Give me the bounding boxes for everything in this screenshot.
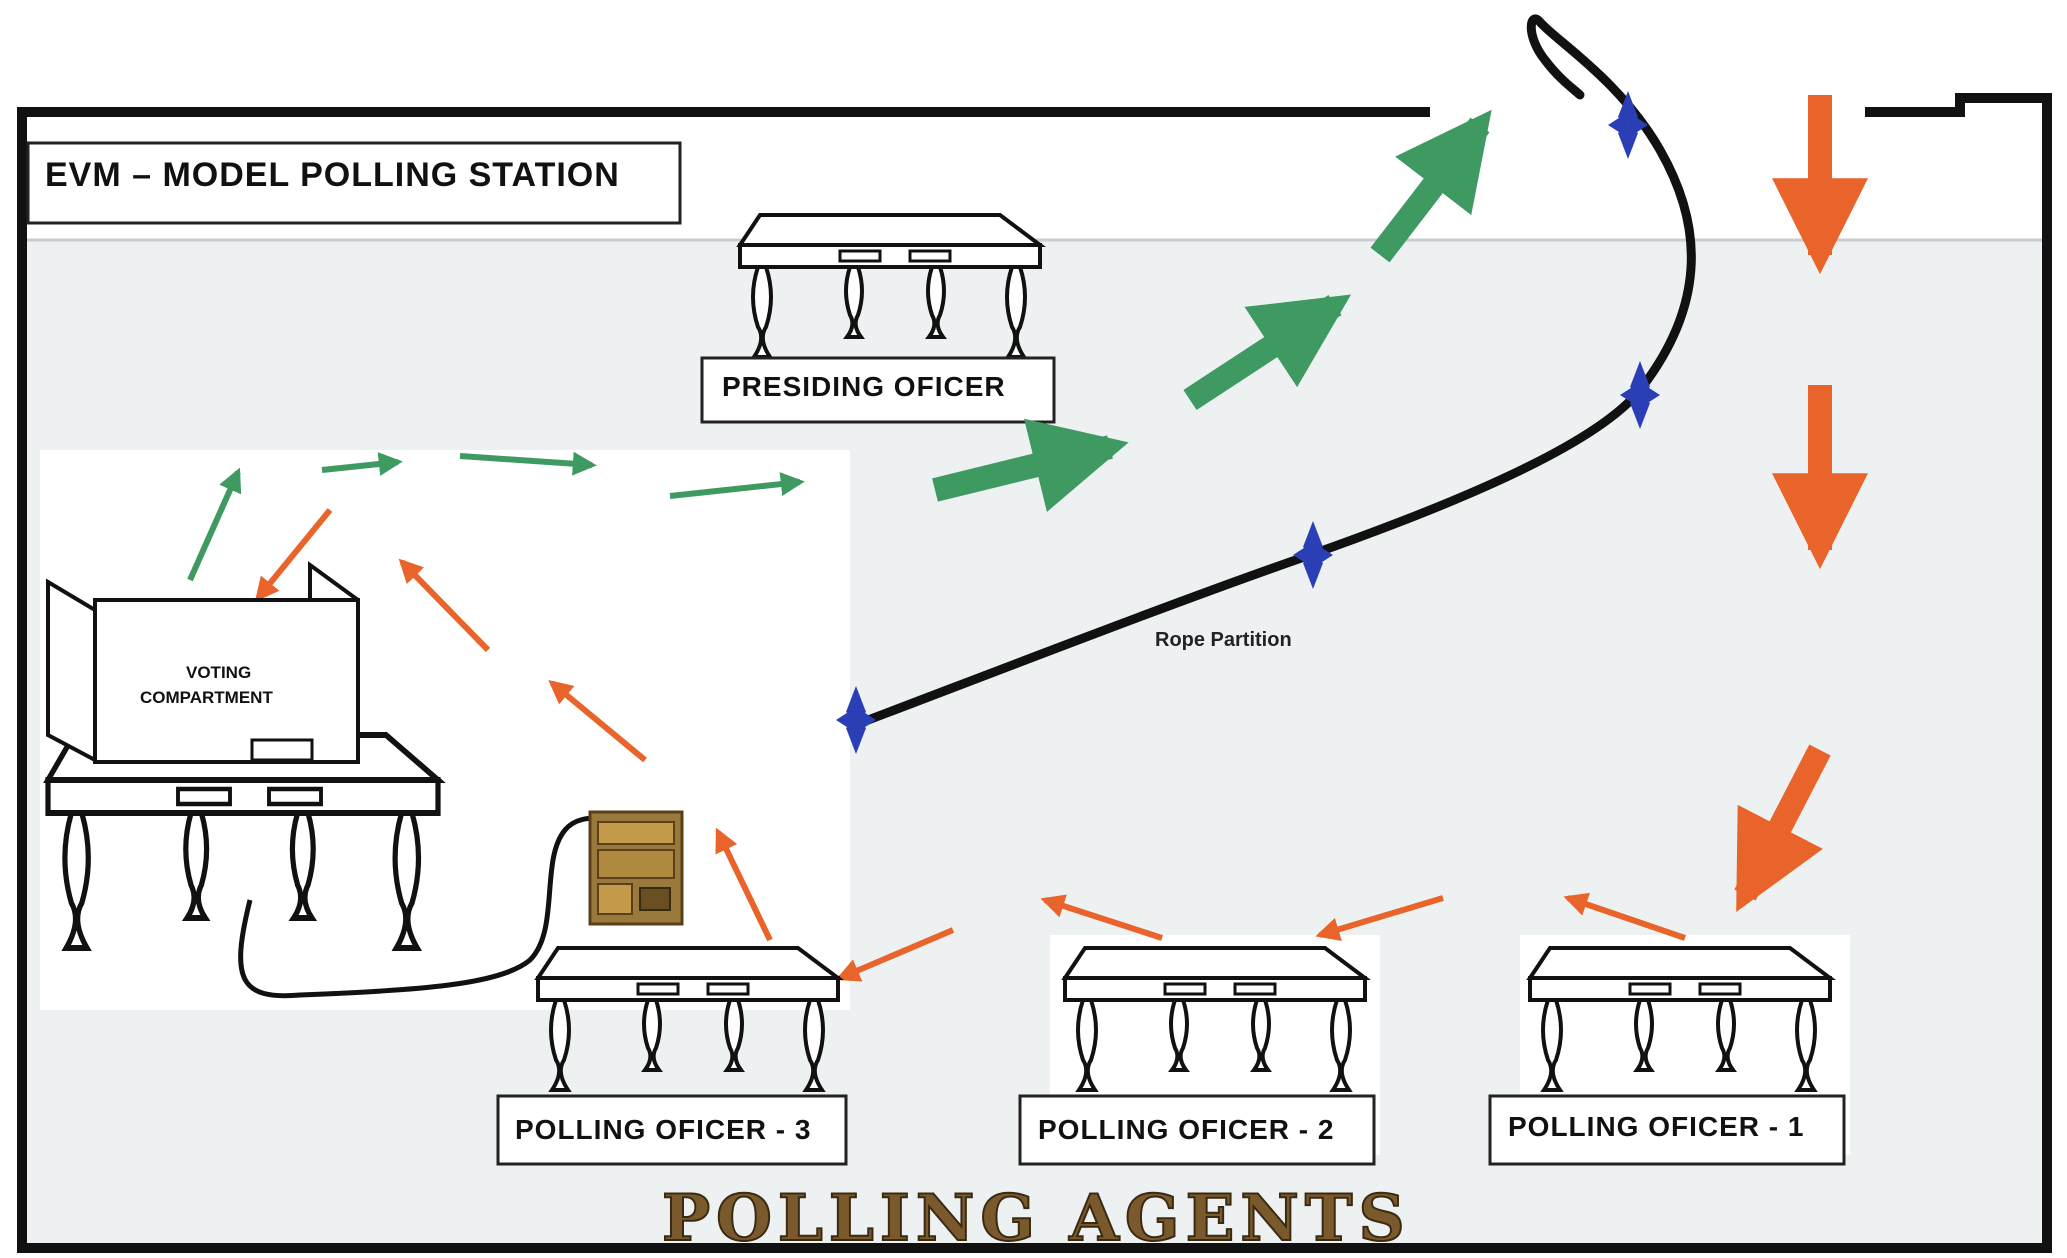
exit-arrow xyxy=(321,452,403,476)
rope-partition-line xyxy=(850,14,1696,730)
presiding-officer-label-box: PRESIDING OFICER xyxy=(700,356,1056,424)
entry-arrow xyxy=(1315,895,1444,941)
voting-compartment: VOTING COMPARTMENT xyxy=(46,561,438,948)
polling-officer-1-label-box: POLLING OFICER - 1 xyxy=(1488,1094,1846,1166)
exit-arrow xyxy=(459,451,597,476)
polling-officer-1-label: POLLING OFICER - 1 xyxy=(1508,1111,1804,1142)
entry-arrow xyxy=(1734,744,1831,913)
room-wall xyxy=(17,93,2052,1253)
entry-arrow xyxy=(1040,894,1163,941)
exit-arrow xyxy=(932,418,1129,512)
entry-path-arrows xyxy=(254,95,1868,982)
compartment-left-panel xyxy=(46,578,97,764)
voting-compartment-label-line2: COMPARTMENT xyxy=(140,688,273,707)
polling-officer-3-label-box: POLLING OFICER - 3 xyxy=(496,1094,848,1166)
diagram-title: EVM – MODEL POLLING STATION xyxy=(45,156,620,194)
exit-arrow xyxy=(669,472,805,499)
exit-arrow xyxy=(1370,109,1492,263)
entry-arrow xyxy=(1563,892,1686,941)
voting-compartment-label-line1: VOTING xyxy=(186,663,251,682)
ballot-unit-icon xyxy=(588,810,684,926)
polling-officer-2-label-box: POLLING OFICER - 2 xyxy=(1018,1094,1376,1166)
entry-arrow xyxy=(548,679,647,763)
presiding-officer-label: PRESIDING OFICER xyxy=(722,371,1006,402)
polling-officer-2-label: POLLING OFICER - 2 xyxy=(1038,1114,1334,1145)
exit-path-arrows xyxy=(187,109,1492,582)
polling-officer-3-label: POLLING OFICER - 3 xyxy=(515,1114,811,1145)
entry-arrow xyxy=(715,827,773,942)
evm-cable xyxy=(238,815,599,999)
entry-arrow xyxy=(254,508,333,602)
compartment-front-panel xyxy=(93,598,360,764)
title-box: EVM – MODEL POLLING STATION xyxy=(26,141,682,225)
rope-partition-label: Rope Partition xyxy=(1155,629,1292,651)
entry-arrow xyxy=(398,558,491,653)
entry-arrow xyxy=(835,927,955,982)
exit-arrow xyxy=(187,467,242,582)
polling-agents-label: POLLING AGENTS xyxy=(662,1181,1411,1256)
exit-arrow xyxy=(1183,294,1352,411)
